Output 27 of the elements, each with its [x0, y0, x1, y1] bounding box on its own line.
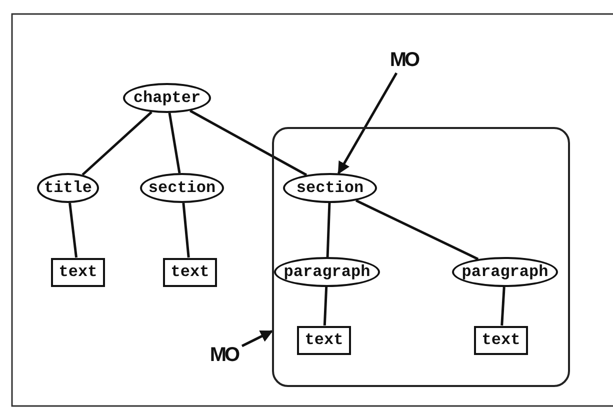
node-label: text — [482, 331, 520, 349]
tree-line — [500, 286, 506, 326]
node-label: section — [296, 179, 364, 197]
node-label: paragraph — [284, 263, 370, 281]
node-label: paragraph — [462, 263, 548, 281]
node-label: text — [58, 263, 98, 281]
tree-line — [82, 111, 152, 176]
mo-label: MO — [386, 47, 422, 73]
text-box — [297, 326, 351, 354]
node-label: chapter — [133, 89, 201, 107]
tree-line — [68, 202, 78, 258]
tree-line — [326, 202, 331, 258]
node-label: section — [148, 179, 216, 197]
tree-line — [323, 286, 328, 326]
element-ellipse — [274, 257, 380, 287]
arrow — [241, 330, 274, 348]
mo-label: MO — [206, 342, 242, 368]
text-box — [51, 258, 105, 286]
text-box — [163, 258, 217, 286]
tree-line — [182, 202, 190, 258]
text-box — [474, 326, 528, 354]
arrow — [337, 72, 398, 174]
group-box — [272, 127, 570, 387]
tree-line — [168, 112, 181, 174]
node-label: text — [304, 331, 344, 349]
node-label: text — [170, 263, 210, 281]
node-label: title — [44, 179, 92, 197]
